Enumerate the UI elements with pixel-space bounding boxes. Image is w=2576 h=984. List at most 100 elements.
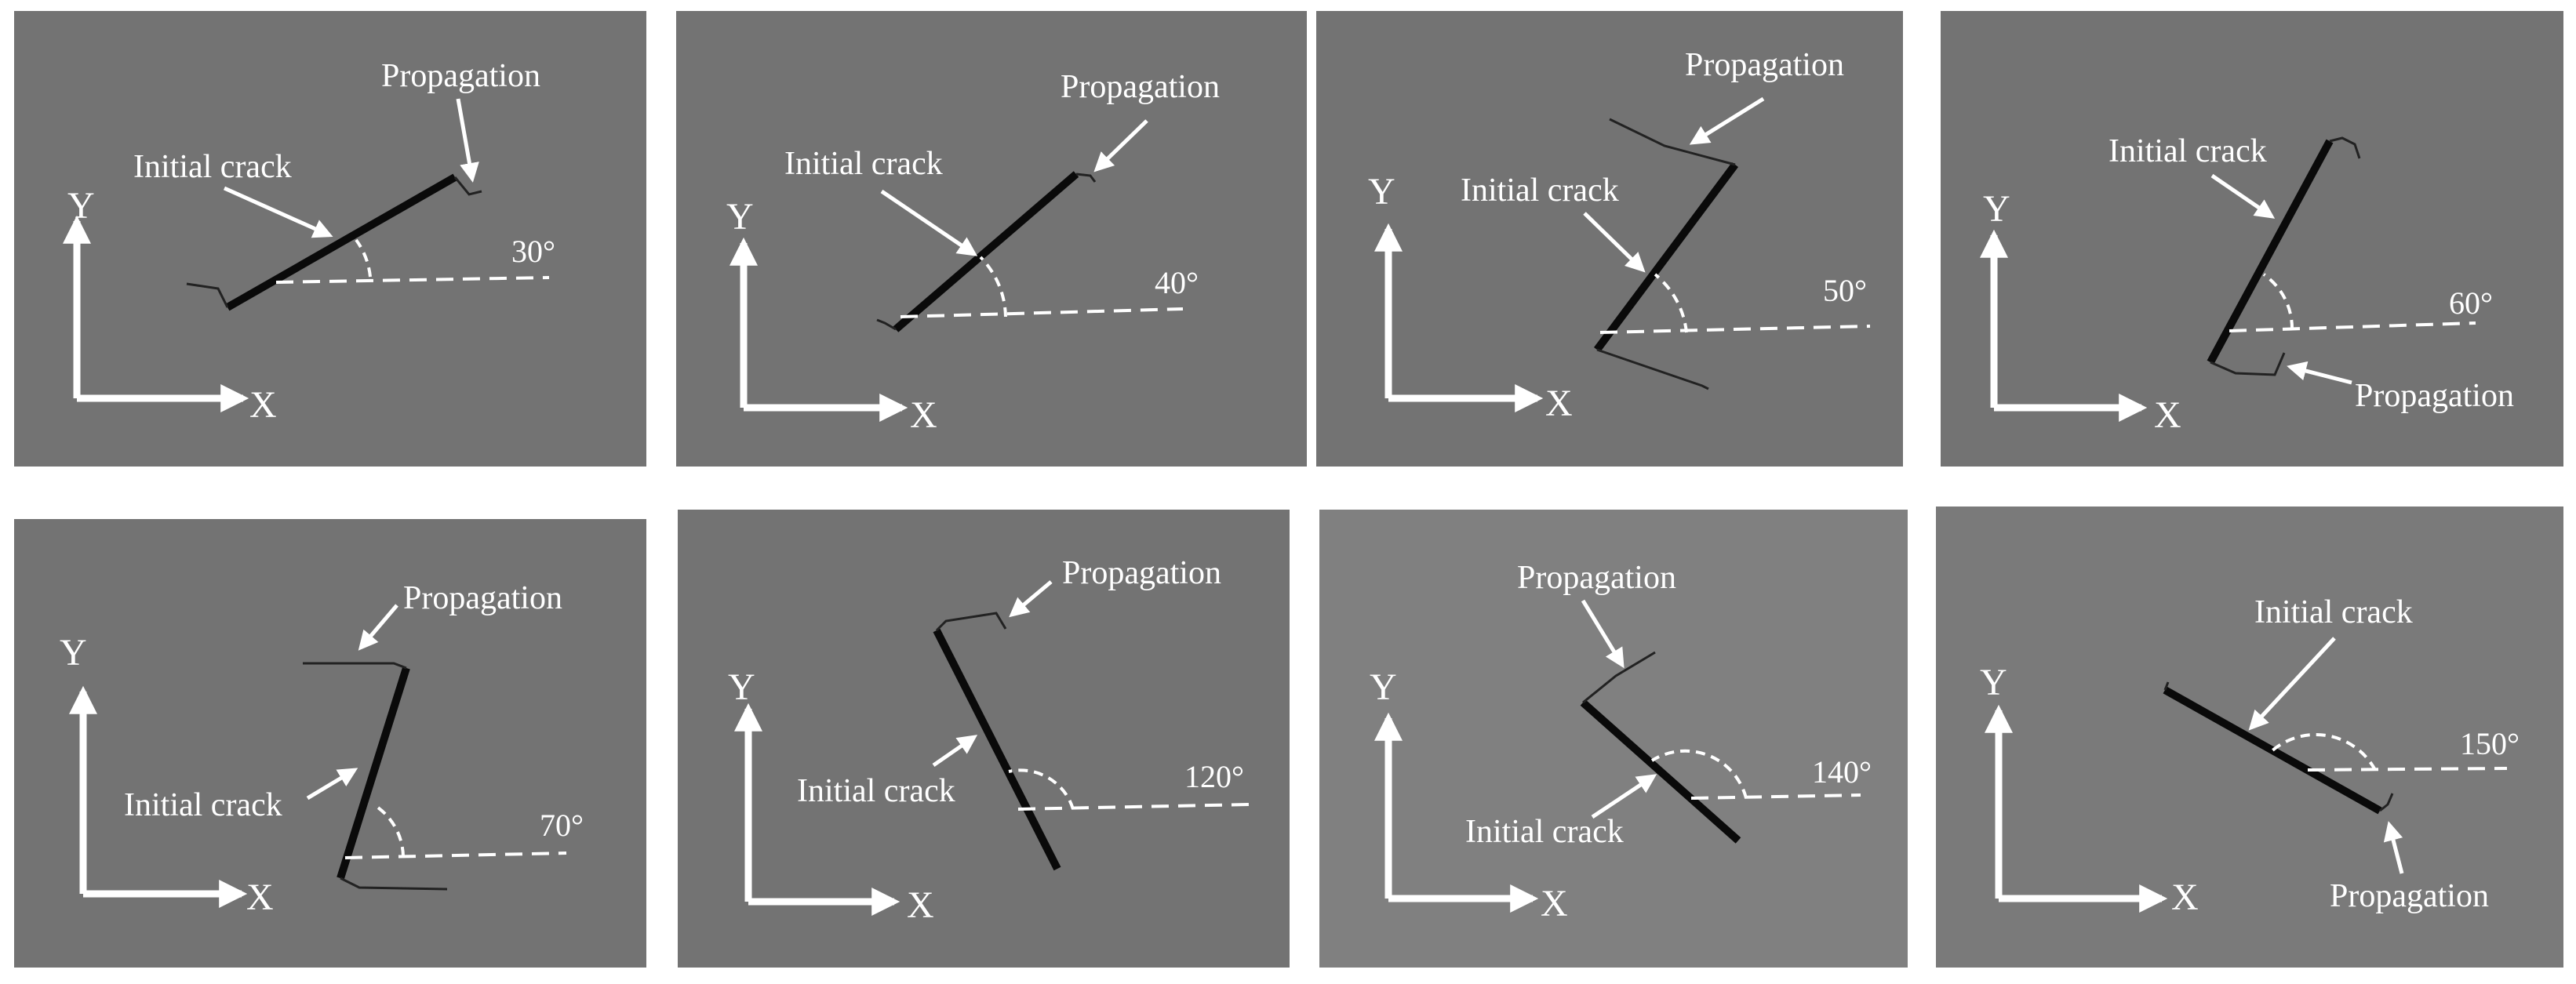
initial-crack-line bbox=[933, 628, 1061, 871]
axis-arrows bbox=[63, 215, 249, 412]
reference-dashed-line bbox=[1690, 793, 1861, 800]
initial-crack-line bbox=[337, 666, 410, 880]
panel-140: Y X 140° Initial crack Propagation bbox=[1319, 510, 1908, 968]
axis-x-label: X bbox=[246, 877, 274, 918]
propagation-pointer bbox=[2383, 821, 2404, 874]
initial-crack-label: Initial crack bbox=[2108, 133, 2267, 169]
propagation-pointer bbox=[358, 604, 398, 651]
angle-arc bbox=[2270, 732, 2377, 771]
panel-150: Y X 150° Initial crack Propagation bbox=[1936, 507, 2563, 968]
panel-40: Y X 40° Initial crack Propagation bbox=[676, 11, 1307, 467]
initial-crack-pointer bbox=[880, 189, 978, 256]
propagation-path bbox=[1596, 348, 1709, 390]
initial-crack-label: Initial crack bbox=[2254, 594, 2413, 630]
reference-dashed-line bbox=[344, 851, 567, 859]
propagation-label: Propagation bbox=[2330, 878, 2489, 914]
propagation-label: Propagation bbox=[1061, 69, 1220, 105]
axis-x-label: X bbox=[1541, 883, 1568, 924]
propagation-label: Propagation bbox=[381, 58, 540, 94]
initial-crack-pointer bbox=[2248, 637, 2336, 731]
angle-arc bbox=[1654, 273, 1688, 333]
axis-x-label: X bbox=[1545, 383, 1573, 424]
propagation-path bbox=[2379, 793, 2394, 812]
initial-crack-pointer bbox=[1583, 212, 1646, 273]
angle-arc bbox=[979, 256, 1007, 318]
angle-arc bbox=[372, 803, 405, 857]
angle-label: 50° bbox=[1823, 273, 1867, 308]
axis-x-label: X bbox=[2171, 877, 2199, 918]
initial-crack-line bbox=[1580, 699, 1741, 844]
axis-arrows bbox=[1980, 229, 2148, 422]
initial-crack-label: Initial crack bbox=[1461, 172, 1619, 209]
propagation-label: Propagation bbox=[1062, 555, 1221, 591]
axis-y-label: Y bbox=[1368, 171, 1395, 212]
initial-crack-line bbox=[2163, 686, 2382, 815]
initial-crack-label: Initial crack bbox=[133, 149, 292, 185]
propagation-pointer bbox=[1581, 599, 1625, 669]
angle-label: 150° bbox=[2460, 726, 2520, 761]
propagation-path bbox=[876, 318, 897, 331]
propagation-pointer bbox=[1093, 119, 1148, 172]
panel-60: Y X 60° Initial crack Propagation bbox=[1941, 11, 2563, 467]
panel-background bbox=[1319, 510, 1908, 968]
axis-arrows bbox=[730, 237, 908, 422]
reference-dashed-line bbox=[1599, 325, 1871, 334]
axis-arrows bbox=[1374, 712, 1539, 913]
axis-y-label: Y bbox=[1370, 666, 1397, 708]
propagation-path bbox=[2163, 681, 2170, 691]
propagation-pointer bbox=[1009, 580, 1053, 618]
propagation-label: Propagation bbox=[1685, 47, 1844, 83]
panel-70: Y X 70° Initial crack Propagation bbox=[14, 519, 646, 968]
initial-crack-label: Initial crack bbox=[124, 787, 282, 823]
propagation-path bbox=[340, 877, 448, 891]
propagation-path bbox=[1609, 118, 1736, 166]
axis-y-label: Y bbox=[728, 666, 755, 708]
propagation-path bbox=[453, 176, 482, 196]
propagation-pointer bbox=[456, 98, 479, 183]
axis-arrows bbox=[1985, 704, 2168, 913]
angle-label: 120° bbox=[1184, 759, 1244, 794]
angle-label: 70° bbox=[540, 808, 584, 843]
panel-background bbox=[676, 11, 1307, 467]
initial-crack-pointer bbox=[932, 735, 978, 768]
initial-crack-label: Initial crack bbox=[1465, 814, 1624, 850]
initial-crack-pointer bbox=[223, 186, 333, 238]
angle-label: 40° bbox=[1155, 265, 1199, 300]
reference-dashed-line bbox=[2307, 767, 2508, 772]
axis-y-label: Y bbox=[726, 196, 754, 238]
panel-background bbox=[678, 510, 1290, 968]
propagation-label: Propagation bbox=[403, 580, 562, 616]
initial-crack-line bbox=[2207, 139, 2334, 365]
angle-arc bbox=[1008, 768, 1075, 810]
panel-background bbox=[1941, 11, 2563, 467]
initial-crack-pointer bbox=[2210, 173, 2276, 219]
initial-crack-line bbox=[225, 173, 457, 311]
propagation-path bbox=[2210, 352, 2286, 376]
axis-y-label: Y bbox=[60, 632, 87, 674]
panel-120: Y X 120° Initial crack Propagation bbox=[678, 510, 1290, 968]
propagation-label: Propagation bbox=[2355, 378, 2514, 414]
reference-dashed-line bbox=[900, 307, 1184, 318]
propagation-path bbox=[1582, 651, 1656, 704]
reference-dashed-line bbox=[1017, 803, 1250, 811]
angle-label: 60° bbox=[2449, 285, 2493, 321]
axis-y-label: Y bbox=[1983, 188, 2010, 230]
panel-50: Y X 50° Initial crack Propagation bbox=[1316, 11, 1903, 467]
panel-background bbox=[14, 11, 646, 467]
angle-arc bbox=[355, 238, 372, 278]
angle-label: 30° bbox=[511, 234, 555, 269]
initial-crack-line bbox=[893, 171, 1079, 332]
axis-x-label: X bbox=[910, 394, 937, 436]
propagation-pointer bbox=[1689, 96, 1765, 145]
angle-arc bbox=[2262, 273, 2294, 330]
initial-crack-pointer bbox=[1591, 774, 1657, 819]
panel-30: Y X 30° Initial crack Propagation bbox=[14, 11, 646, 467]
axis-arrows bbox=[1374, 223, 1544, 412]
axis-arrows bbox=[69, 685, 248, 908]
propagation-path bbox=[186, 282, 229, 308]
axis-x-label: X bbox=[249, 384, 277, 426]
axis-x-label: X bbox=[907, 884, 934, 926]
propagation-path bbox=[1075, 172, 1097, 183]
propagation-path bbox=[2329, 136, 2361, 159]
reference-dashed-line bbox=[275, 276, 550, 284]
